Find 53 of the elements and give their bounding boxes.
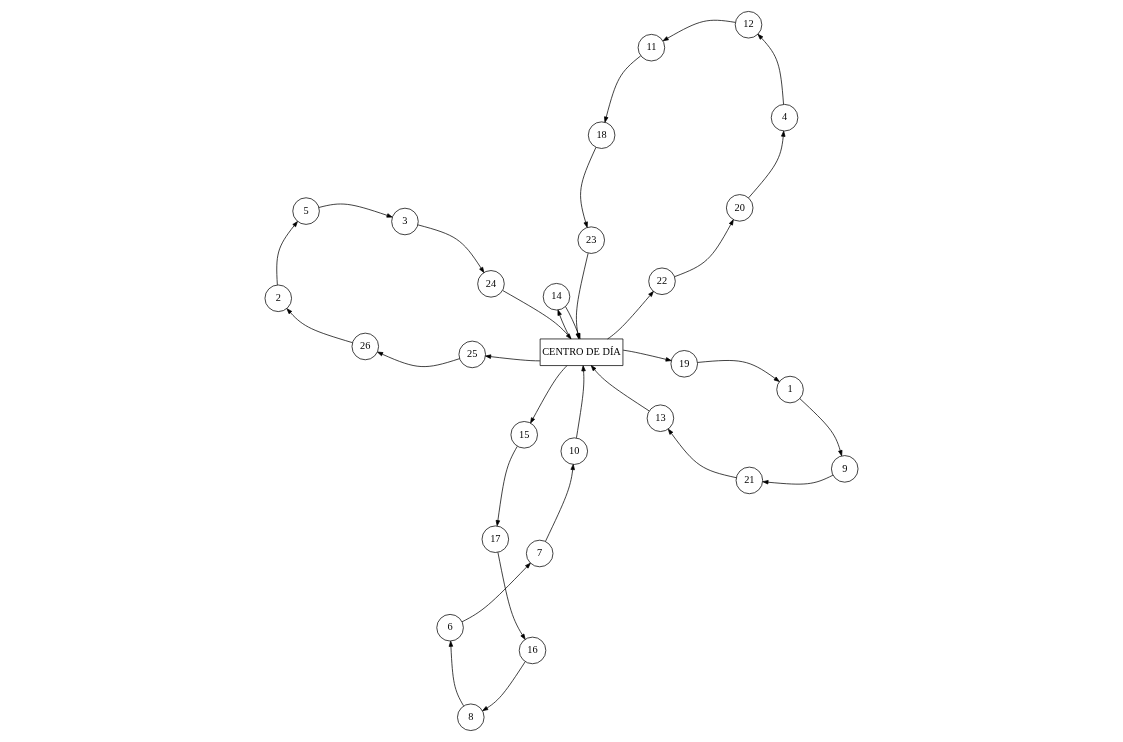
arrow — [622, 349, 672, 362]
arrow — [604, 55, 642, 123]
arrow — [762, 474, 834, 485]
arrow — [495, 445, 518, 527]
arrow — [545, 464, 575, 542]
node-circle: 26 — [351, 332, 379, 361]
node-box: CENTRO DE DÍA — [539, 338, 624, 366]
arrow — [461, 562, 531, 623]
arrow — [607, 291, 654, 340]
arrow — [590, 365, 650, 412]
node-circle: 13 — [646, 404, 675, 432]
node-circle: 14 — [542, 283, 571, 311]
arrow — [662, 19, 736, 42]
node-circle: 11 — [637, 34, 666, 62]
arrow — [748, 130, 786, 199]
node-circle: 24 — [477, 270, 505, 298]
arrow — [377, 351, 460, 367]
node-circle: 8 — [457, 703, 485, 731]
node-circle: 15 — [510, 421, 538, 449]
node-circle: 16 — [518, 636, 547, 665]
node-circle: 20 — [726, 194, 754, 222]
arrow — [530, 365, 568, 424]
node-circle: 4 — [770, 104, 799, 132]
node-circle: 1 — [776, 375, 804, 404]
arrow — [448, 640, 464, 707]
node-circle: 9 — [831, 455, 859, 483]
arrow — [286, 308, 353, 343]
node-circle: 2 — [264, 284, 292, 312]
arrow — [799, 398, 843, 457]
arrow — [674, 219, 734, 278]
node-circle: 5 — [292, 197, 320, 225]
arrow — [482, 661, 526, 712]
arrow — [318, 203, 393, 218]
arrow — [502, 290, 572, 340]
node-circle: 19 — [670, 350, 698, 378]
node-circle: 18 — [587, 121, 616, 149]
node-circle: 17 — [481, 525, 509, 553]
arrow — [557, 309, 571, 340]
arrow — [417, 224, 485, 273]
arrow — [580, 146, 597, 228]
arrow — [497, 551, 526, 640]
arrow — [576, 365, 586, 439]
node-circle: 10 — [560, 437, 588, 465]
node-circle: 3 — [391, 207, 419, 236]
node-circle: 25 — [458, 340, 486, 369]
arrow — [485, 354, 541, 362]
arrow — [667, 428, 737, 479]
arrow — [697, 360, 780, 382]
arrow — [276, 221, 298, 286]
node-circle: 23 — [577, 226, 605, 254]
node-circle: 21 — [735, 466, 764, 495]
node-circle: 6 — [436, 614, 464, 642]
arrow — [757, 33, 784, 105]
